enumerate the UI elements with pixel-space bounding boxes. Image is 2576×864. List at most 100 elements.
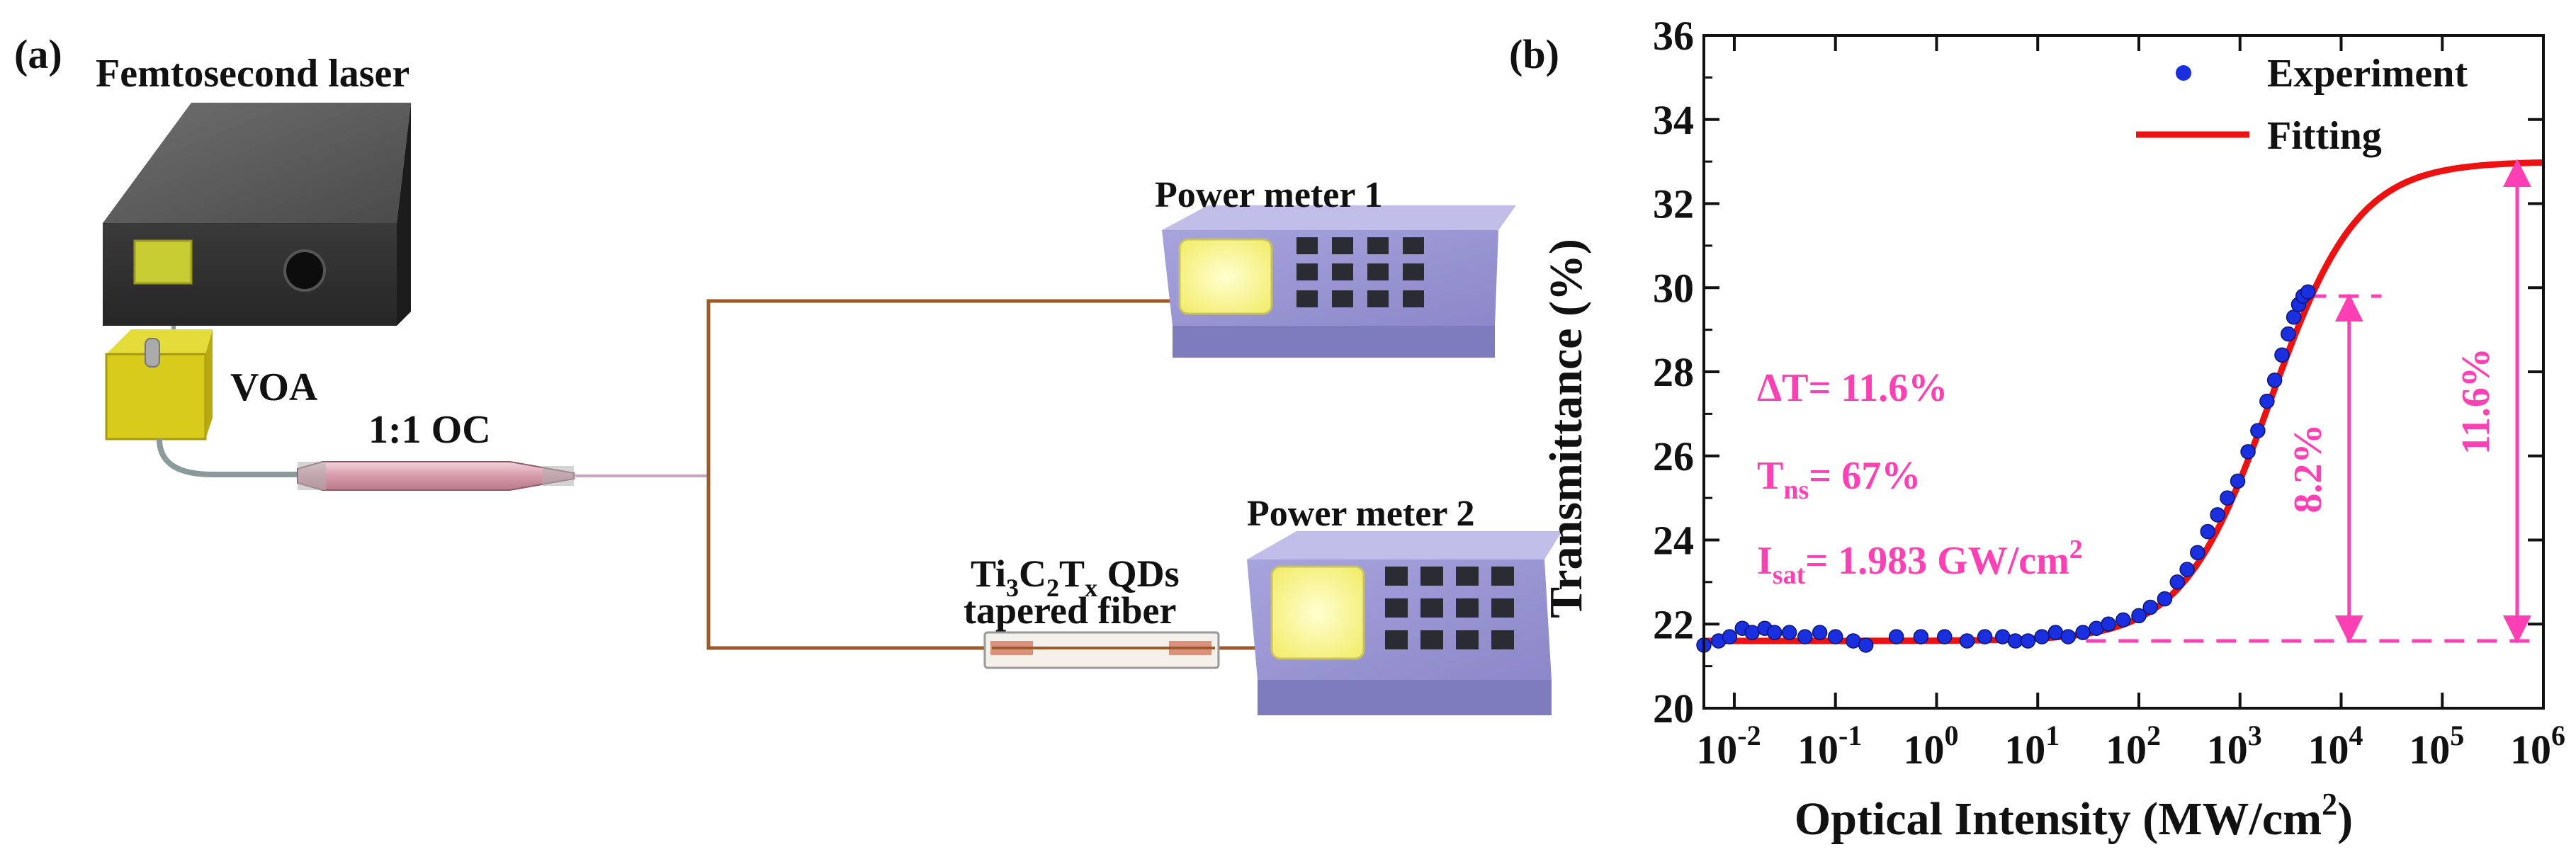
experiment-point [2190, 545, 2205, 561]
legend: Experiment Fitting [2136, 52, 2468, 158]
plot-frame [1702, 34, 2545, 710]
experiment-point [1846, 633, 1861, 649]
experiment-point [2060, 629, 2076, 644]
arrow-label-outer: 11.6% [2454, 348, 2498, 455]
power-meter-2-screen [1270, 565, 1365, 660]
voa-device [105, 329, 213, 440]
tapered-fiber-sample [983, 631, 1220, 669]
x-tick-label: 105 [2409, 720, 2464, 773]
experiment-point [1744, 625, 1760, 640]
legend-experiment-marker [2176, 65, 2191, 81]
experiment-point [2157, 591, 2173, 607]
experiment-point [1781, 625, 1797, 640]
y-tick-label: 28 [1653, 349, 1694, 395]
arrow-label-inner: 8.2% [2286, 424, 2330, 513]
experiment-point [2210, 507, 2225, 523]
experiment-point [2286, 309, 2302, 325]
laser-knob-icon [283, 249, 326, 292]
y-axis-title: Transmittance (%) [1540, 239, 1592, 618]
experiment-point [1858, 637, 1874, 653]
y-tick-label: 32 [1653, 181, 1694, 227]
optical-coupler [297, 461, 708, 491]
coupler-label: 1:1 OC [368, 408, 491, 452]
experiment-point [2101, 616, 2116, 632]
fiber-paths [706, 299, 1261, 650]
experiment-point [1959, 633, 1975, 649]
experiment-point [2200, 523, 2215, 540]
y-tick-label: 36 [1653, 13, 1694, 59]
experiment-point [2266, 373, 2283, 388]
power-meter-1-screen [1178, 238, 1273, 315]
x-tick-label: 102 [2106, 720, 2161, 773]
y-tick-label: 26 [1653, 433, 1694, 479]
x-tick-label: 10-2 [1696, 720, 1761, 773]
power-meter-1-label: Power meter 1 [1155, 175, 1382, 215]
annotations: ΔT= 11.6% Tns= 67% Isat= 1.983 GW/cm2 [1757, 366, 2083, 590]
experiment-point [1812, 625, 1828, 640]
laser-label: Femtosecond laser [96, 52, 409, 96]
experiment-point [2240, 444, 2256, 460]
voa-label: VOA [230, 365, 318, 409]
experiment-point [2047, 625, 2064, 640]
experiment-point [2281, 326, 2296, 342]
femtosecond-laser [103, 103, 411, 326]
experiment-point [2034, 629, 2050, 644]
experiment-point [1767, 625, 1783, 640]
x-tick-label: 106 [2510, 720, 2565, 773]
power-meter-1-keypad-icon [1297, 237, 1424, 307]
experiment-point [2300, 284, 2316, 300]
power-meter-2 [1247, 531, 1562, 715]
experiment-point [2179, 562, 2195, 577]
experiment-point [2274, 347, 2290, 363]
laser-display-icon [133, 239, 193, 285]
panel-a: (a) Femtosecond laser VOA 1 [14, 31, 1562, 715]
x-tick-label: 100 [1903, 720, 1958, 773]
experiment-point [1913, 629, 1929, 644]
experiment-point [2169, 574, 2186, 590]
x-tick-label: 101 [2004, 720, 2060, 773]
power-meter-2-label: Power meter 2 [1247, 494, 1474, 534]
experiment-point [1827, 629, 1843, 644]
y-tick-label: 20 [1653, 686, 1694, 732]
annotation-arrows: 8.2% 11.6% [2286, 159, 2531, 644]
annotation-delta-t: ΔT= 11.6% [1757, 366, 1948, 410]
annotation-isat: Isat= 1.983 GW/cm2 [1757, 535, 2083, 590]
power-meter-1 [1162, 205, 1516, 358]
experiment-point [2220, 490, 2235, 506]
experiment-point [2230, 473, 2246, 489]
voa-knob-icon [145, 338, 160, 368]
y-tick-label: 34 [1653, 97, 1694, 143]
experiment-point [1722, 629, 1738, 644]
experiment-point [1888, 629, 1904, 644]
experiment-point [1977, 629, 1993, 644]
legend-fitting-label: Fitting [2267, 114, 2382, 158]
x-axis-ticks: 10-2 10-1 100 101 102 103 104 105 106 [1696, 35, 2565, 773]
experiment-point [2131, 608, 2147, 624]
x-tick-label: 103 [2207, 720, 2262, 773]
experiment-point [2020, 633, 2036, 649]
experiment-point [1797, 629, 1813, 644]
experiment-point [2007, 633, 2023, 649]
panel-a-label: (a) [14, 31, 62, 77]
x-tick-label: 104 [2307, 720, 2363, 773]
y-tick-label: 30 [1653, 265, 1694, 311]
experiment-points [1696, 284, 2316, 653]
experiment-point [2142, 599, 2159, 615]
sample-label-line2: tapered fiber [964, 589, 1176, 632]
annotation-tns: Tns= 67% [1757, 454, 1921, 505]
experiment-point [1937, 629, 1953, 644]
experiment-point [2115, 612, 2131, 628]
x-tick-label: 10-1 [1797, 720, 1862, 773]
power-meter-2-keypad-icon [1385, 567, 1514, 649]
experiment-point [2259, 393, 2275, 409]
y-tick-label: 24 [1653, 518, 1694, 564]
experiment-point [2075, 625, 2091, 640]
experiment-point [2250, 423, 2266, 438]
legend-experiment-label: Experiment [2267, 52, 2468, 96]
experiment-point [1994, 629, 2011, 644]
sample-label-line1: Ti3C2Tx QDs [971, 552, 1180, 602]
